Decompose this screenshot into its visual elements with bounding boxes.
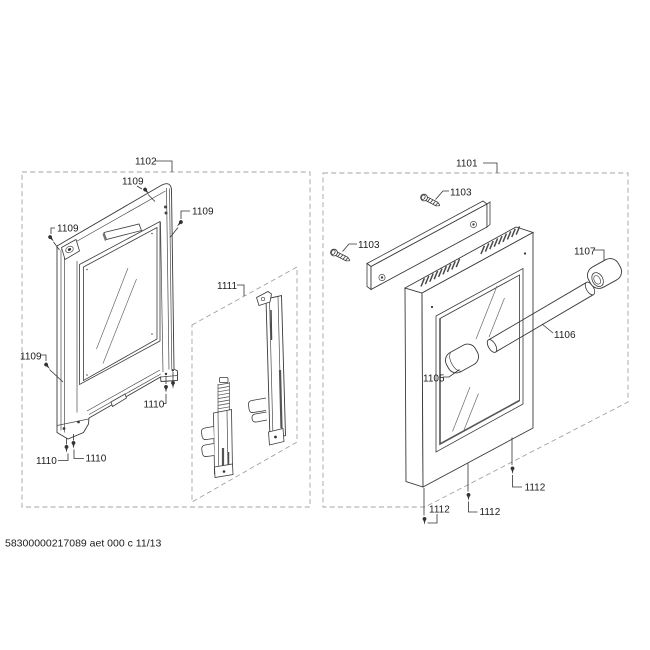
screw-1110-icon [64, 445, 69, 453]
front-screw-hole [430, 305, 434, 309]
callout-screw-1109-left: 1109 [57, 224, 79, 235]
screw-1112-icon [510, 466, 515, 475]
inner-glass-pane [83, 226, 158, 382]
handle-support-right-drawing [587, 258, 622, 289]
callout-screw-1112-mid: 1112 [480, 507, 501, 518]
door-grip-slot-shadow [102, 232, 107, 242]
inner-door-box [21, 171, 311, 508]
inner-door-drawing [56, 183, 178, 440]
hinge-spring-unit [201, 377, 234, 478]
leader-1111 [237, 284, 245, 296]
handle-tube [486, 281, 596, 353]
vent-slats-left [420, 258, 461, 287]
callout-screw-1112-right: 1112 [525, 483, 546, 494]
screw-1110-icon [71, 441, 76, 449]
handle-support-left-drawing [445, 343, 479, 374]
leader-1101 [483, 162, 498, 173]
screw-1110-icon [164, 385, 168, 393]
outer-door-drawing [366, 200, 622, 488]
callout-screw-1112-left: 1112 [429, 505, 450, 516]
hinge-kit-drawing [201, 291, 286, 478]
screw-1109-icon [43, 361, 52, 371]
callout-screw-1110-right: 1110 [144, 400, 165, 411]
foot-hole [62, 427, 66, 430]
callout-screw-1109-right: 1109 [192, 207, 214, 218]
screw-1109-icon [175, 219, 184, 228]
hinge-pin-detail [164, 205, 167, 209]
document-code: 58300000217089 aet 000 c 11/13 [5, 538, 161, 550]
callout-handle-tube: 1106 [554, 330, 576, 341]
callout-screw-1109-top: 1109 [122, 177, 144, 188]
callout-handle-support-left: 1105 [423, 374, 445, 385]
screw-1112-icon [466, 493, 471, 501]
callout-screw-1103-left: 1103 [358, 240, 380, 251]
screw-1103-icon [419, 192, 442, 209]
leader-1102 [155, 160, 173, 172]
callout-hinge-kit: 1111 [217, 281, 237, 292]
callout-screw-1103-right: 1103 [450, 188, 472, 199]
callout-screw-1110-bottomleft: 1110 [36, 456, 57, 467]
callouts: 1102 1101 1111 1109 1109 1109 1109 1110 … [20, 157, 605, 525]
callout-handle-support-right: 1107 [574, 247, 596, 258]
hinge-arm-unit [248, 291, 286, 446]
callout-outer-door: 1101 [456, 159, 478, 170]
outer-door-box [322, 172, 629, 508]
callout-screw-1110-bottomright: 1110 [86, 454, 107, 465]
trim-bar [366, 200, 491, 291]
outer-door-side-face [404, 287, 424, 488]
callout-inner-door: 1102 [135, 157, 157, 168]
screw-1110-icon [171, 381, 175, 389]
vent-slats-right [480, 226, 521, 255]
screw-1112-icon [422, 517, 427, 525]
callout-screw-1109-farleft: 1109 [20, 352, 42, 363]
screw-1109-icon [47, 234, 56, 243]
screw-1103-icon [329, 247, 352, 264]
group-boxes [21, 171, 629, 508]
door-bottom-tab [110, 393, 127, 408]
